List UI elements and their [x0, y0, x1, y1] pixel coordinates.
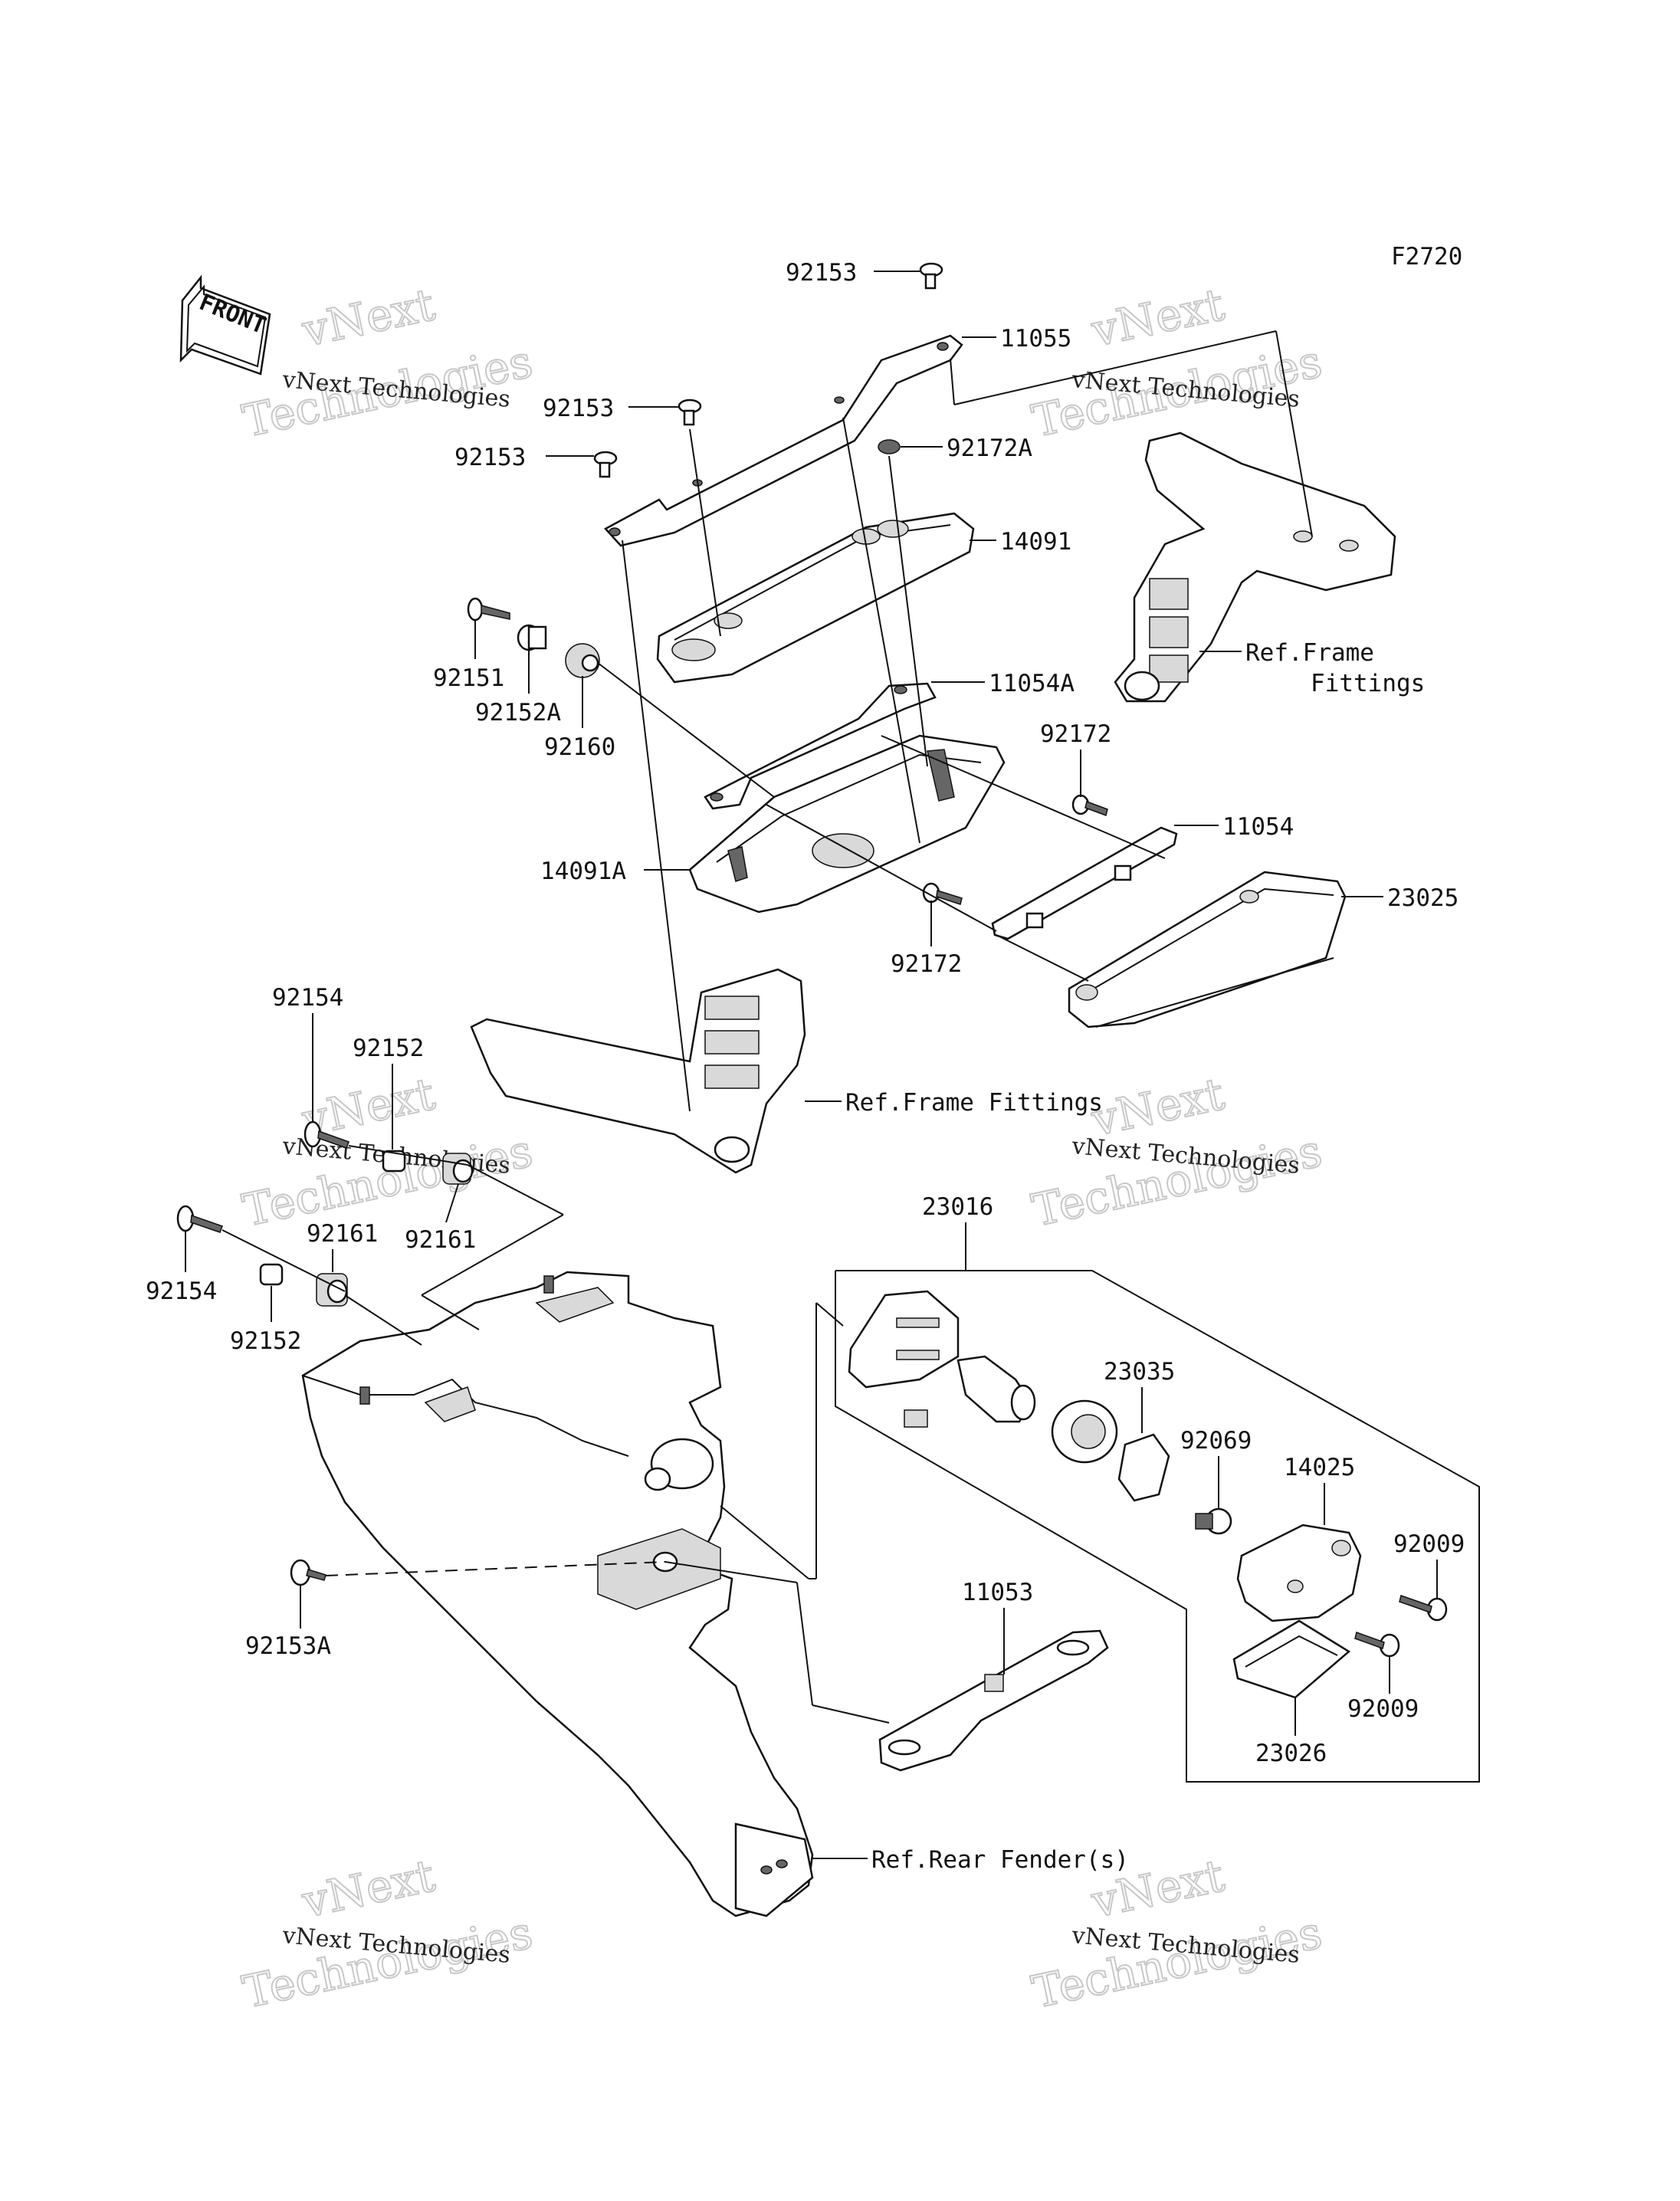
bolt-92153A: [290, 1559, 326, 1586]
bulb-socket-23035: [1051, 1399, 1170, 1502]
label-14091A: 14091A: [540, 858, 626, 885]
label-92153-top: 92153: [786, 259, 857, 287]
grommet-92160: [565, 643, 600, 678]
bolt-92154-b: [176, 1205, 223, 1233]
svg-text:vNext: vNext: [297, 1849, 439, 1928]
bolt-92153-left: [593, 451, 618, 478]
label-11054: 11054: [1222, 813, 1294, 841]
label-92069: 92069: [1180, 1427, 1252, 1455]
label-92161-b: 92161: [405, 1226, 476, 1254]
assembly-box-23016: [835, 1270, 1480, 1783]
part-labels: 92153 11055 92153 92153 92172A 14091 921…: [146, 259, 1465, 1767]
guide-lines-lower: [221, 1145, 890, 1724]
svg-text:vNext: vNext: [1087, 1068, 1229, 1146]
label-92009-b: 92009: [1347, 1695, 1419, 1723]
label-92172-b: 92172: [891, 950, 962, 978]
figure-code: F2720: [1391, 243, 1462, 271]
screw-92172-a: [1071, 794, 1108, 816]
label-23035: 23035: [1104, 1358, 1175, 1386]
leader-lines: [185, 271, 1438, 1859]
ref-frame-fittings-upper-1: Ref.Frame: [1245, 639, 1374, 667]
bracket-11055: [604, 334, 963, 547]
label-92172-a: 92172: [1040, 720, 1111, 748]
tray-14091A: [688, 734, 1006, 914]
label-92153-mid: 92153: [543, 395, 614, 422]
bulb-92069: [1195, 1507, 1232, 1535]
label-11053: 11053: [962, 1579, 1033, 1606]
label-92154-a: 92154: [272, 984, 343, 1012]
reflector-23026: [1232, 1619, 1351, 1699]
lamp-23025: [1068, 871, 1347, 1028]
collar-92152-a: [382, 1150, 406, 1173]
bolt-92153-top: [919, 262, 943, 290]
label-14091: 14091: [1000, 528, 1071, 556]
label-92160: 92160: [544, 733, 615, 761]
watermark-top-left: vNext Technologies vNext Technologies: [238, 277, 538, 448]
frame-fittings-lower: [470, 968, 806, 1174]
watermark-bottom-left: vNext Technologies vNext Technologies: [238, 1848, 538, 2019]
label-11054A: 11054A: [989, 670, 1075, 697]
guide-lines-upper: [597, 330, 1313, 1112]
bracket-11053: [878, 1629, 1109, 1772]
screw-92009-a: [1399, 1595, 1448, 1622]
ref-frame-fittings-upper-2: Fittings: [1311, 670, 1425, 697]
rear-fender: [301, 1271, 814, 1917]
label-23016: 23016: [922, 1193, 993, 1221]
watermark-bottom-right: vNext Technologies vNext Technologies: [1027, 1848, 1327, 2019]
frame-fittings-upper: [1114, 431, 1396, 703]
label-14025: 14025: [1284, 1454, 1355, 1481]
collar-92152A: [517, 624, 547, 651]
collar-92152-b: [259, 1263, 284, 1286]
label-92152A: 92152A: [475, 699, 561, 727]
reference-labels: Ref.Frame Fittings Ref.Frame Fittings Re…: [845, 639, 1425, 1874]
plate-11054: [991, 826, 1178, 940]
label-92161-a: 92161: [307, 1220, 378, 1248]
bolt-92151: [467, 597, 510, 622]
label-92153A: 92153A: [245, 1632, 331, 1660]
svg-text:vNext: vNext: [297, 278, 439, 357]
ref-frame-fittings-lower: Ref.Frame Fittings: [845, 1089, 1103, 1117]
cover-14091: [656, 512, 975, 684]
label-23026: 23026: [1255, 1740, 1327, 1767]
label-92152-a: 92152: [353, 1035, 424, 1062]
screw-92172A: [878, 439, 901, 454]
socket-housing-23016: [848, 1290, 1036, 1428]
ref-rear-fender: Ref.Rear Fender(s): [871, 1846, 1129, 1874]
lens-14025: [1236, 1524, 1362, 1622]
label-23025: 23025: [1387, 884, 1459, 912]
grommet-92161-a: [442, 1153, 474, 1185]
label-92153-left: 92153: [454, 444, 526, 471]
front-direction-arrow-icon: FRONT: [179, 274, 271, 376]
label-11055: 11055: [1000, 325, 1071, 353]
label-92154-b: 92154: [146, 1278, 217, 1305]
screw-92009-b: [1354, 1632, 1400, 1658]
bolt-92154-a: [304, 1120, 349, 1149]
bolt-92153-mid: [678, 399, 702, 426]
label-92151: 92151: [433, 664, 504, 692]
label-92152-b: 92152: [230, 1327, 301, 1355]
svg-text:vNext: vNext: [1087, 278, 1229, 357]
label-92172A: 92172A: [947, 435, 1032, 462]
label-92009-a: 92009: [1393, 1530, 1465, 1558]
